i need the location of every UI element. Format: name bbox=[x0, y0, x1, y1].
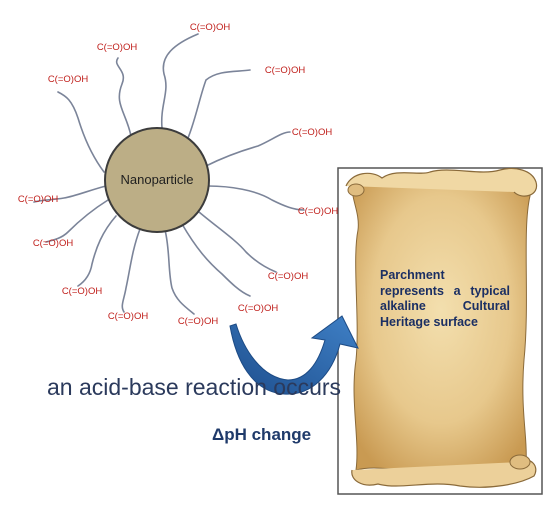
ligand-chain bbox=[181, 223, 251, 297]
ligand-chain bbox=[187, 69, 251, 139]
carboxyl-label: C(=O)OH bbox=[298, 206, 339, 217]
ligand-chain bbox=[45, 199, 109, 243]
carboxyl-label: C(=O)OH bbox=[18, 194, 59, 205]
carboxyl-label: C(=O)OH bbox=[108, 311, 149, 322]
carboxyl-label: C(=O)OH bbox=[33, 238, 74, 249]
carboxyl-label: C(=O)OH bbox=[268, 271, 309, 282]
ligand-labels: C(=O)OH C(=O)OH C(=O)OH C(=O)OH C(=O)OH C(=O)… bbox=[18, 22, 339, 327]
ligand-chain bbox=[207, 185, 305, 211]
reaction-arrow bbox=[229, 315, 359, 395]
reaction-caption: an acid-base reaction occurs bbox=[47, 374, 342, 400]
ligand-chain bbox=[77, 215, 117, 287]
nanoparticle-label: Nanoparticle bbox=[121, 172, 194, 187]
carboxyl-label: C(=O)OH bbox=[190, 22, 231, 33]
carboxyl-label: C(=O)OH bbox=[265, 65, 306, 76]
ligand-chain bbox=[205, 131, 291, 167]
ligand-chain bbox=[121, 228, 141, 313]
carboxyl-label: C(=O)OH bbox=[48, 74, 89, 85]
ligand-chain bbox=[57, 91, 105, 173]
ligand-chain bbox=[115, 57, 132, 137]
carboxyl-label: C(=O)OH bbox=[62, 286, 103, 297]
ligand-chain bbox=[198, 211, 277, 273]
ligand-chain bbox=[164, 229, 195, 315]
carboxyl-label: C(=O)OH bbox=[178, 316, 219, 327]
nanoparticle-core bbox=[104, 127, 210, 233]
carboxyl-label: C(=O)OH bbox=[97, 42, 138, 53]
carboxyl-label: C(=O)OH bbox=[292, 127, 333, 138]
ligand-chain bbox=[33, 185, 107, 203]
carboxyl-label: C(=O)OH bbox=[238, 303, 279, 314]
ligand-chains bbox=[33, 33, 305, 315]
ligand-chain bbox=[160, 33, 199, 129]
parchment-text: Parchment represents a typical alkaline … bbox=[380, 268, 510, 329]
ph-change-label: ΔpH change bbox=[212, 425, 312, 444]
parchment-scroll bbox=[337, 167, 543, 495]
